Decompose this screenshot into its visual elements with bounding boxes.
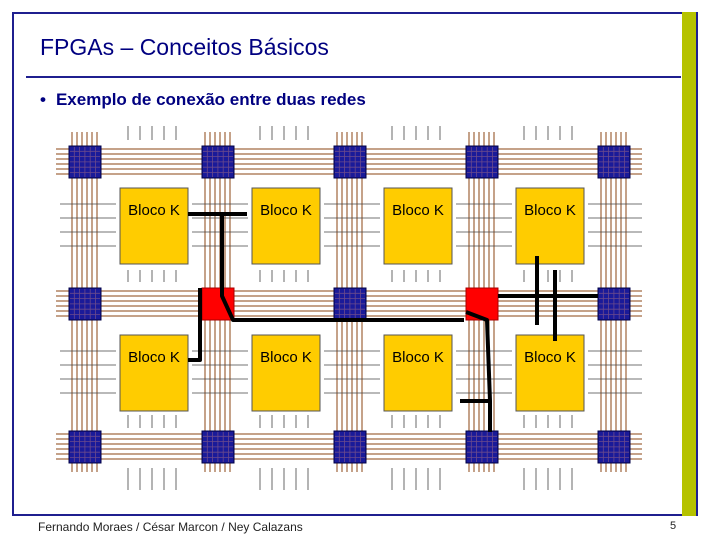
bullet-item: • Exemplo de conexão entre duas redes <box>40 90 366 110</box>
logic-block <box>251 187 321 265</box>
bullet-symbol: • <box>40 90 46 109</box>
switch-matrices <box>68 145 631 464</box>
logic-block <box>119 187 189 265</box>
page-number: 5 <box>670 520 677 532</box>
title-rule <box>26 76 681 78</box>
connection-net-1 <box>460 310 492 403</box>
logic-block <box>383 187 453 265</box>
logic-block-label: Bloco K <box>524 202 576 219</box>
connection-net-1 <box>220 214 464 322</box>
logic-block-label: Bloco K <box>128 349 180 366</box>
logic-block-label: Bloco K <box>260 349 312 366</box>
logic-block <box>515 334 585 412</box>
logic-block-label: Bloco K <box>392 202 444 219</box>
logic-block-label: Bloco K <box>392 349 444 366</box>
logic-block-label: Bloco K <box>260 202 312 219</box>
logic-block <box>119 334 189 412</box>
logic-blocks: Bloco K Bloco K Bloco K Bloco K Bloco K Bloco… <box>119 187 585 412</box>
logic-block <box>383 334 453 412</box>
slide-frame <box>12 12 698 516</box>
logic-block-label: Bloco K <box>524 349 576 366</box>
logic-block <box>251 334 321 412</box>
connection-net-1 <box>188 288 202 362</box>
accent-bar <box>682 12 696 516</box>
logic-block <box>515 187 585 265</box>
connection-paths <box>188 212 598 432</box>
bullet-text: Exemplo de conexão entre duas redes <box>55 90 366 109</box>
slide-title: FPGAs – Conceitos Básicos <box>40 34 329 60</box>
logic-block-label: Bloco K <box>128 202 180 219</box>
footer-authors: Fernando Moraes / César Marcon / Ney Cal… <box>38 520 303 534</box>
